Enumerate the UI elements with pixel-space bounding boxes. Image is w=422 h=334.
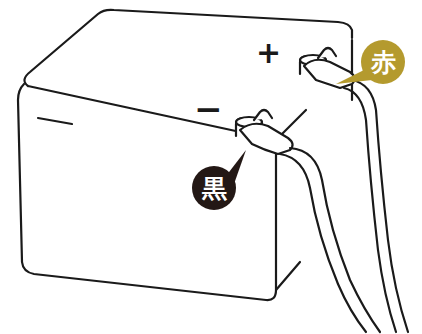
callout-text: 黒 [202,176,227,201]
battery-top-face [24,10,352,139]
black-cable [280,148,380,332]
red-callout: 赤 [361,40,405,84]
negative-terminal [236,110,293,154]
plus-sign: + [256,38,281,68]
black-callout: 黒 [192,166,236,210]
battery-front-face [18,84,276,300]
minus-sign: − [194,92,223,126]
red-cable [344,80,408,332]
battery-edge-mark [38,118,72,124]
callout-text: 赤 [371,50,396,75]
